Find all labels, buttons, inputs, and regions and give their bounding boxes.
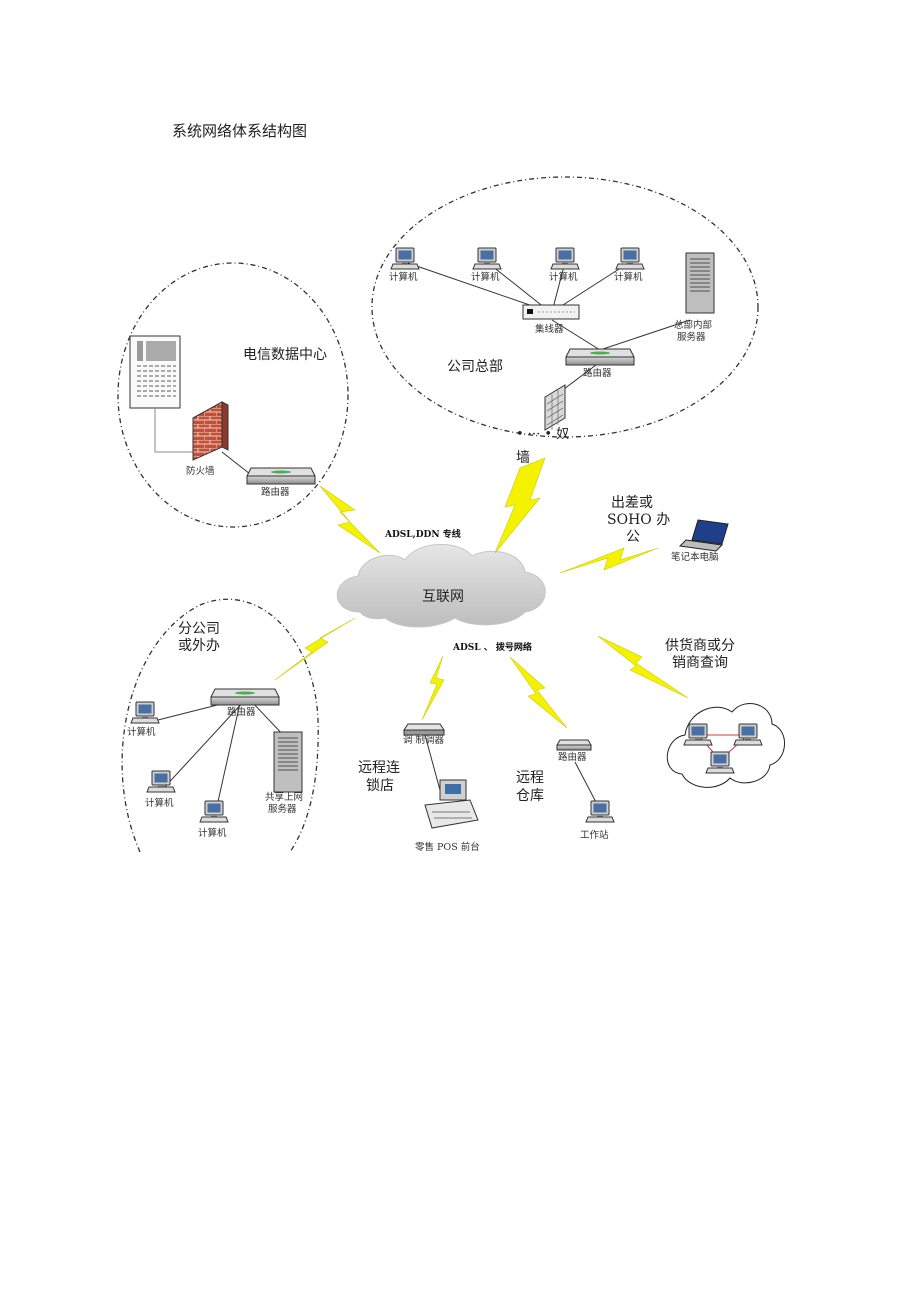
branch-computer-3 <box>199 800 229 823</box>
supplier-label-2: 销商查询 <box>672 655 728 671</box>
pos-terminal-icon <box>424 779 479 829</box>
pos-label: 零售 POS 前台 <box>415 841 480 853</box>
branch-computer-1 <box>130 701 160 724</box>
hq-computer-label-4: 计算机 <box>614 271 643 283</box>
branch-computer-label-1: 计算机 <box>127 726 156 738</box>
bolt-hq <box>494 457 546 554</box>
share-server-icon <box>273 731 303 793</box>
hq-links <box>404 261 691 393</box>
modem-pos-link <box>424 734 441 791</box>
bolt-telecom <box>319 485 381 554</box>
warehouse-router-label: 路由器 <box>558 751 587 763</box>
bolt-branch <box>274 617 356 681</box>
telecom-server-rack-icon <box>129 335 181 409</box>
warehouse-router-icon <box>556 739 592 751</box>
workstation-icon <box>585 800 615 823</box>
hq-computer-label-3: 计算机 <box>549 271 578 283</box>
hq-router-icon <box>565 348 635 366</box>
share-server-label-1: 共享上网 <box>265 791 303 803</box>
hq-server-label-1: 总部内部 <box>674 319 712 331</box>
telecom-link-1 <box>154 408 195 453</box>
branch-computer-label-2: 计算机 <box>145 797 174 809</box>
hq-router-label: 路由器 <box>583 367 612 379</box>
soho-label-2: SOHO 办 <box>607 512 670 528</box>
telecom-zone <box>117 262 349 528</box>
hub-label: 集线器 <box>535 323 564 335</box>
adsl-ddn-label: ADSL,DDN 专线 <box>384 528 461 540</box>
hq-firewall-label-2: 墙 <box>516 450 530 466</box>
hq-computer-3 <box>550 247 580 270</box>
soho-label-3: 公 <box>626 529 640 545</box>
warehouse-label-2: 仓库 <box>516 788 544 804</box>
telecom-link-2 <box>221 451 251 475</box>
bolt-soho <box>559 547 659 574</box>
branch-label-2: 或外办 <box>178 638 220 654</box>
hq-computer-label-2: 计算机 <box>471 271 500 283</box>
workstation-label: 工作站 <box>580 829 609 841</box>
internet-cloud-icon <box>336 544 546 628</box>
chain-label-1: 远程连 <box>358 760 400 776</box>
hq-computer-4 <box>615 247 645 270</box>
hq-firewall-icon <box>544 384 566 431</box>
hq-name: 公司总部 <box>447 359 503 375</box>
hub-icon <box>522 304 580 320</box>
chain-label-2: 锁店 <box>366 778 394 794</box>
bolt-adsl <box>421 655 445 721</box>
hq-computer-label-1: 计算机 <box>389 271 418 283</box>
hq-server-label-2: 服务器 <box>677 331 706 343</box>
hq-zone <box>371 176 759 438</box>
warehouse-link <box>574 761 599 807</box>
modem-label: 调 制调器 <box>403 734 445 746</box>
warehouse-label-1: 远程 <box>516 770 544 786</box>
hq-computer-2 <box>472 247 502 270</box>
hq-computer-1 <box>390 247 420 270</box>
lightning-bolts <box>274 457 689 729</box>
telecom-router-icon <box>246 467 316 485</box>
page-title: 系统网络体系结构图 <box>172 122 307 140</box>
firewall-label: 防火墙 <box>186 465 215 477</box>
hq-firewall-label-1: • ··· • 奴 <box>516 426 569 442</box>
internet-label: 互联网 <box>422 589 464 605</box>
branch-router-label: 路由器 <box>227 706 256 718</box>
supplier-label-1: 供货商或分 <box>665 637 735 654</box>
share-server-label-2: 服务器 <box>268 803 297 815</box>
soho-label-1: 出差或 <box>611 495 653 511</box>
telecom-name: 电信数据中心 <box>243 347 327 363</box>
hq-server-icon <box>685 252 715 314</box>
laptop-icon <box>678 519 729 552</box>
laptop-label: 笔记本电脑 <box>671 551 719 563</box>
branch-router-icon <box>210 688 280 706</box>
brick-firewall-icon <box>192 401 229 461</box>
branch-label-1: 分公司 <box>178 621 220 637</box>
branch-computer-2 <box>146 770 176 793</box>
bolt-warehouse <box>509 656 568 729</box>
adsl-dial-label: ADSL 、 拨号网络 <box>452 641 532 653</box>
branch-computer-label-3: 计算机 <box>198 827 227 839</box>
modem-icon <box>403 723 445 736</box>
bolt-supplier <box>597 635 689 699</box>
telecom-router-label: 路由器 <box>261 486 290 498</box>
